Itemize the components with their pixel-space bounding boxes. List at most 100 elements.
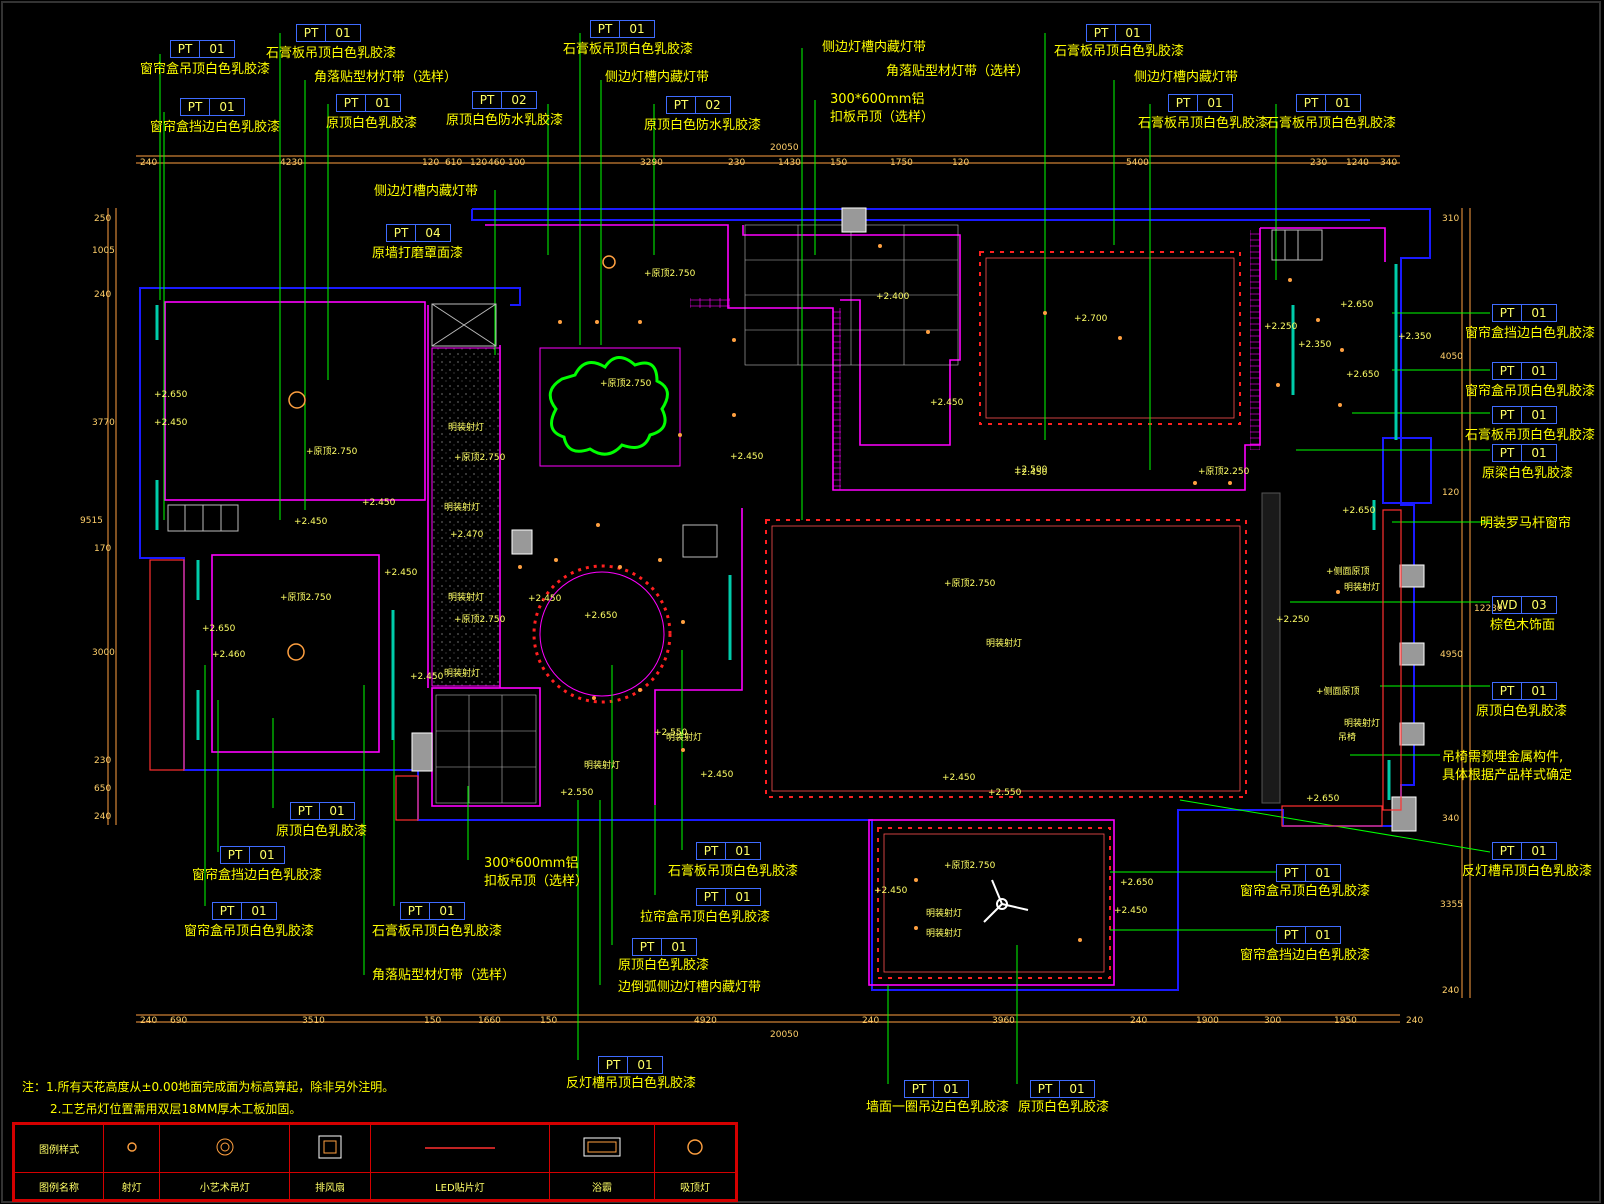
pendant-symbol (159, 1124, 291, 1173)
dim-total: 12230 (1474, 604, 1503, 614)
dim-label: 300 (1264, 1016, 1282, 1026)
dim-total: 20050 (770, 1030, 799, 1040)
dim-label: 3355 (1440, 900, 1463, 910)
callout-text: 300*600mm铝 (484, 856, 579, 871)
dimension-lines (107, 155, 1471, 1023)
fixture-label: 明装射灯 (926, 909, 963, 919)
callout-text: 石膏板吊顶白色乳胶漆 (1054, 44, 1185, 59)
curtain-tracks (155, 264, 1398, 800)
num: 01 (1531, 408, 1547, 422)
callout-text: 棕色木饰面 (1490, 618, 1556, 633)
window-curtain-boxes (149, 509, 1402, 827)
num: 01 (1531, 684, 1547, 698)
fixture-label: 明装射灯 (584, 761, 621, 771)
code: PT (905, 1081, 934, 1097)
fixture-label: 明装射灯 (926, 929, 963, 939)
callout-text: 扣板吊顶（选样） (484, 874, 589, 889)
callout-text: 石膏板吊顶白色乳胶漆 (563, 42, 694, 57)
dim-label: 240 (1130, 1016, 1148, 1026)
fixture-label: 明装射灯 (444, 503, 481, 513)
callout-text: 石膏板吊顶白色乳胶漆 (1138, 116, 1269, 131)
callout-text: 窗帘盒挡边白色乳胶漆 (192, 868, 323, 883)
num: 01 (1531, 446, 1547, 460)
dim-label: 4950 (1440, 650, 1463, 660)
num: 03 (1531, 598, 1547, 612)
code: WD (1493, 597, 1522, 613)
code: PT (1493, 843, 1522, 859)
level-label: +2.550 (560, 788, 594, 798)
ceiling-lamps (287, 255, 616, 661)
level-label: +原顶2.250 (1198, 467, 1250, 477)
level-label: +2.650 (584, 611, 618, 621)
callout-text: 原顶白色防水乳胶漆 (644, 118, 762, 133)
callout-text: 窗帘盒吊顶白色乳胶漆 (140, 62, 271, 77)
level-label: +2.650 (1120, 878, 1154, 888)
num: 01 (1069, 1082, 1085, 1096)
level-label: +2.650 (202, 624, 236, 634)
num: 01 (1125, 26, 1141, 40)
level-label: +2.450 (942, 773, 976, 783)
level-label: +原顶2.750 (454, 615, 506, 625)
callout-text: 反灯槽吊顶白色乳胶漆 (1462, 864, 1593, 879)
callout-text: 角落贴型材灯带（选样） (372, 968, 516, 983)
num: 04 (425, 226, 441, 240)
dim-label: 4920 (694, 1016, 717, 1026)
level-label: +2.550 (988, 788, 1022, 798)
fixture-label: 明装射灯 (1344, 719, 1381, 729)
dim-label: 240 (140, 158, 158, 168)
dim-label: 120 (1442, 488, 1460, 498)
callout-text: 扣板吊顶（选样） (830, 110, 935, 125)
num: 01 (251, 904, 267, 918)
level-label: +2.350 (1298, 340, 1332, 350)
dim-label: 240 (94, 812, 112, 822)
num: 01 (1531, 306, 1547, 320)
callout-text: 窗帘盒吊顶白色乳胶漆 (1240, 884, 1371, 899)
dim-label: 240 (94, 290, 112, 300)
downlight-symbol (102, 1124, 161, 1173)
callout-text: 原梁白色乳胶漆 (1482, 466, 1574, 481)
callout-text: 窗帘盒吊顶白色乳胶漆 (184, 924, 315, 939)
callout-text: 边倒弧侧边灯槽内藏灯带 (618, 980, 762, 995)
dim-label: 650 (94, 784, 112, 794)
callout-text: 角落贴型材灯带（选样） (314, 70, 458, 85)
callout-text: 石膏板吊顶白色乳胶漆 (1465, 428, 1596, 443)
code: PT (221, 847, 250, 863)
note-line-1: 注：1.所有天花高度从±0.00地面完成面为标高算起，除非另外注明。 (22, 1080, 395, 1094)
callout-text: 原顶白色乳胶漆 (1476, 704, 1568, 719)
dim-label: 150 (424, 1016, 442, 1026)
level-label: +2.450 (410, 672, 444, 682)
callout-text: 石膏板吊顶白色乳胶漆 (372, 924, 503, 939)
code: PT (1493, 305, 1522, 321)
fixture-label: 明装射灯 (444, 669, 481, 679)
code: PT (1169, 95, 1198, 111)
building-outline (139, 208, 1432, 991)
code: PT (401, 903, 430, 919)
code: PT (181, 99, 210, 115)
code: PT (213, 903, 242, 919)
callout-text: 原顶白色乳胶漆 (618, 958, 710, 973)
callout-text: 反灯槽吊顶白色乳胶漆 (566, 1076, 697, 1091)
dim-label: 1660 (478, 1016, 501, 1026)
num: 01 (375, 96, 391, 110)
code: PT (599, 1057, 628, 1073)
callout-text: 拉帘盒吊顶白色乳胶漆 (640, 910, 771, 925)
num: 01 (335, 26, 351, 40)
level-label: +2.700 (1074, 314, 1108, 324)
dim-label: 4230 (280, 158, 303, 168)
material-code-box: PT 01 (212, 902, 277, 920)
num: 01 (1531, 364, 1547, 378)
level-label: +2.650 (1306, 794, 1340, 804)
level-label: +2.450 (384, 568, 418, 578)
dim-label: 240 (140, 1016, 158, 1026)
dim-label: 610 (445, 158, 463, 168)
callout-text: 侧边灯槽内藏灯带 (822, 40, 927, 55)
